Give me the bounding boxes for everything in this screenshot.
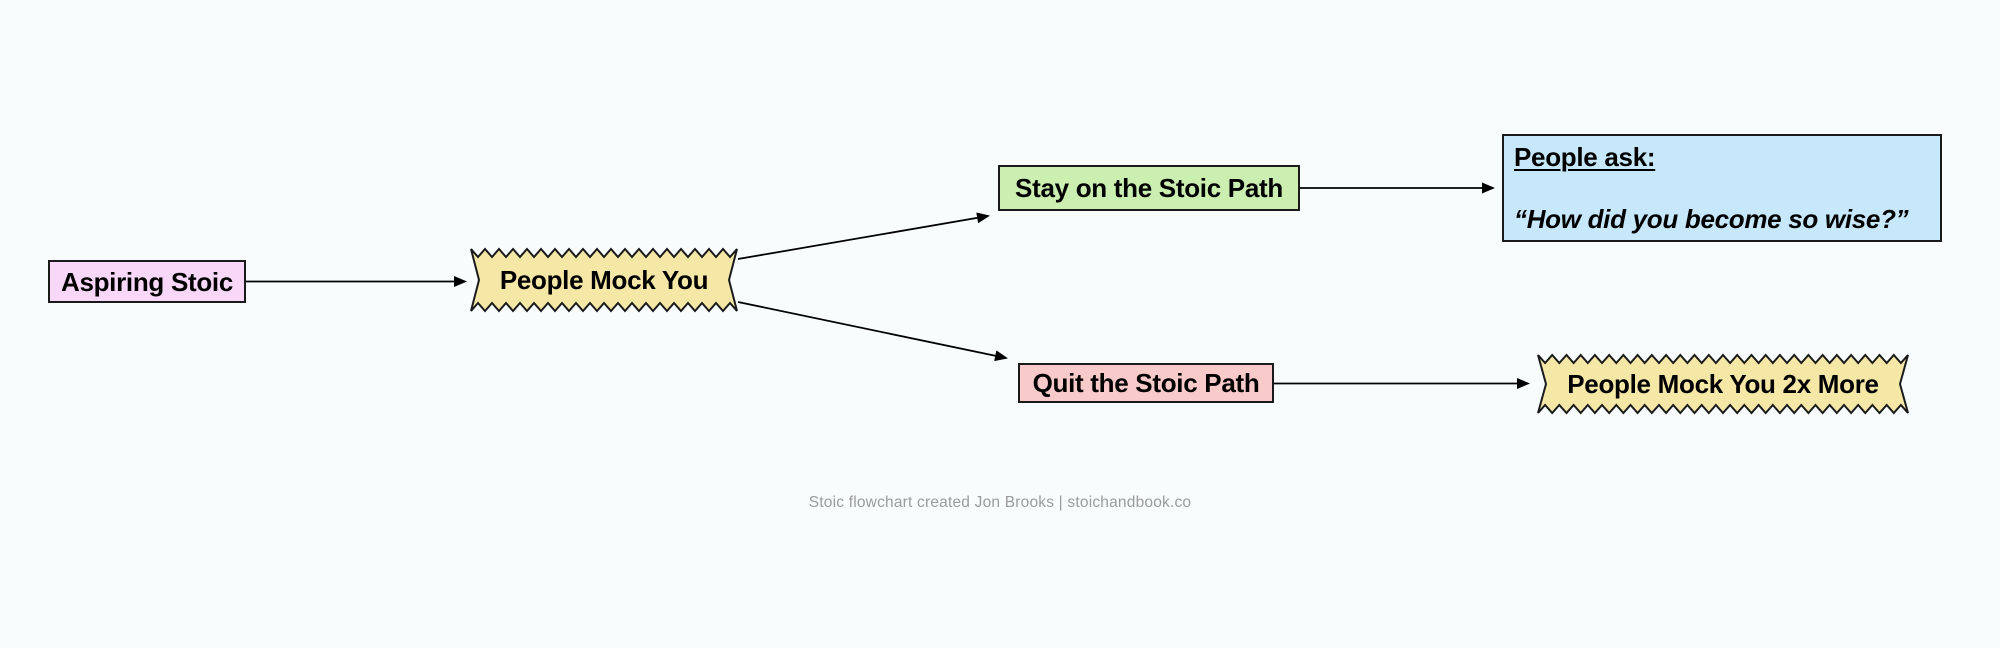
node-stay-on-stoic-path-label: Stay on the Stoic Path <box>1015 173 1283 203</box>
node-people-ask-heading: People ask: <box>1514 142 1656 172</box>
node-people-mock-you: People Mock You <box>471 249 737 311</box>
node-stay-on-stoic-path: Stay on the Stoic Path <box>998 165 1300 211</box>
node-people-mock-you-2x-label: People Mock You 2x More <box>1567 369 1879 399</box>
node-aspiring-stoic-label: Aspiring Stoic <box>60 266 234 297</box>
node-quit-stoic-path-label: Quit the Stoic Path <box>1032 368 1260 398</box>
edge-mock-to-quit <box>737 301 1008 362</box>
zigzag-border-people-mock-you <box>470 247 738 313</box>
node-people-mock-you-label: People Mock You <box>499 265 709 295</box>
node-people-ask-quote: “How did you become so wise?” <box>1514 204 1909 234</box>
footer-credit: Stoic flowchart created Jon Brooks | sto… <box>808 494 1192 511</box>
zigzag-border-people-mock-you-2x <box>1537 353 1909 415</box>
node-aspiring-stoic: Aspiring Stoic <box>48 260 246 303</box>
node-people-mock-you-2x: People Mock You 2x More <box>1538 355 1908 413</box>
node-quit-stoic-path: Quit the Stoic Path <box>1018 363 1274 403</box>
node-people-ask: People ask: “How did you become so wise?… <box>1502 134 1942 242</box>
edge-mock-to-stay <box>737 212 990 260</box>
